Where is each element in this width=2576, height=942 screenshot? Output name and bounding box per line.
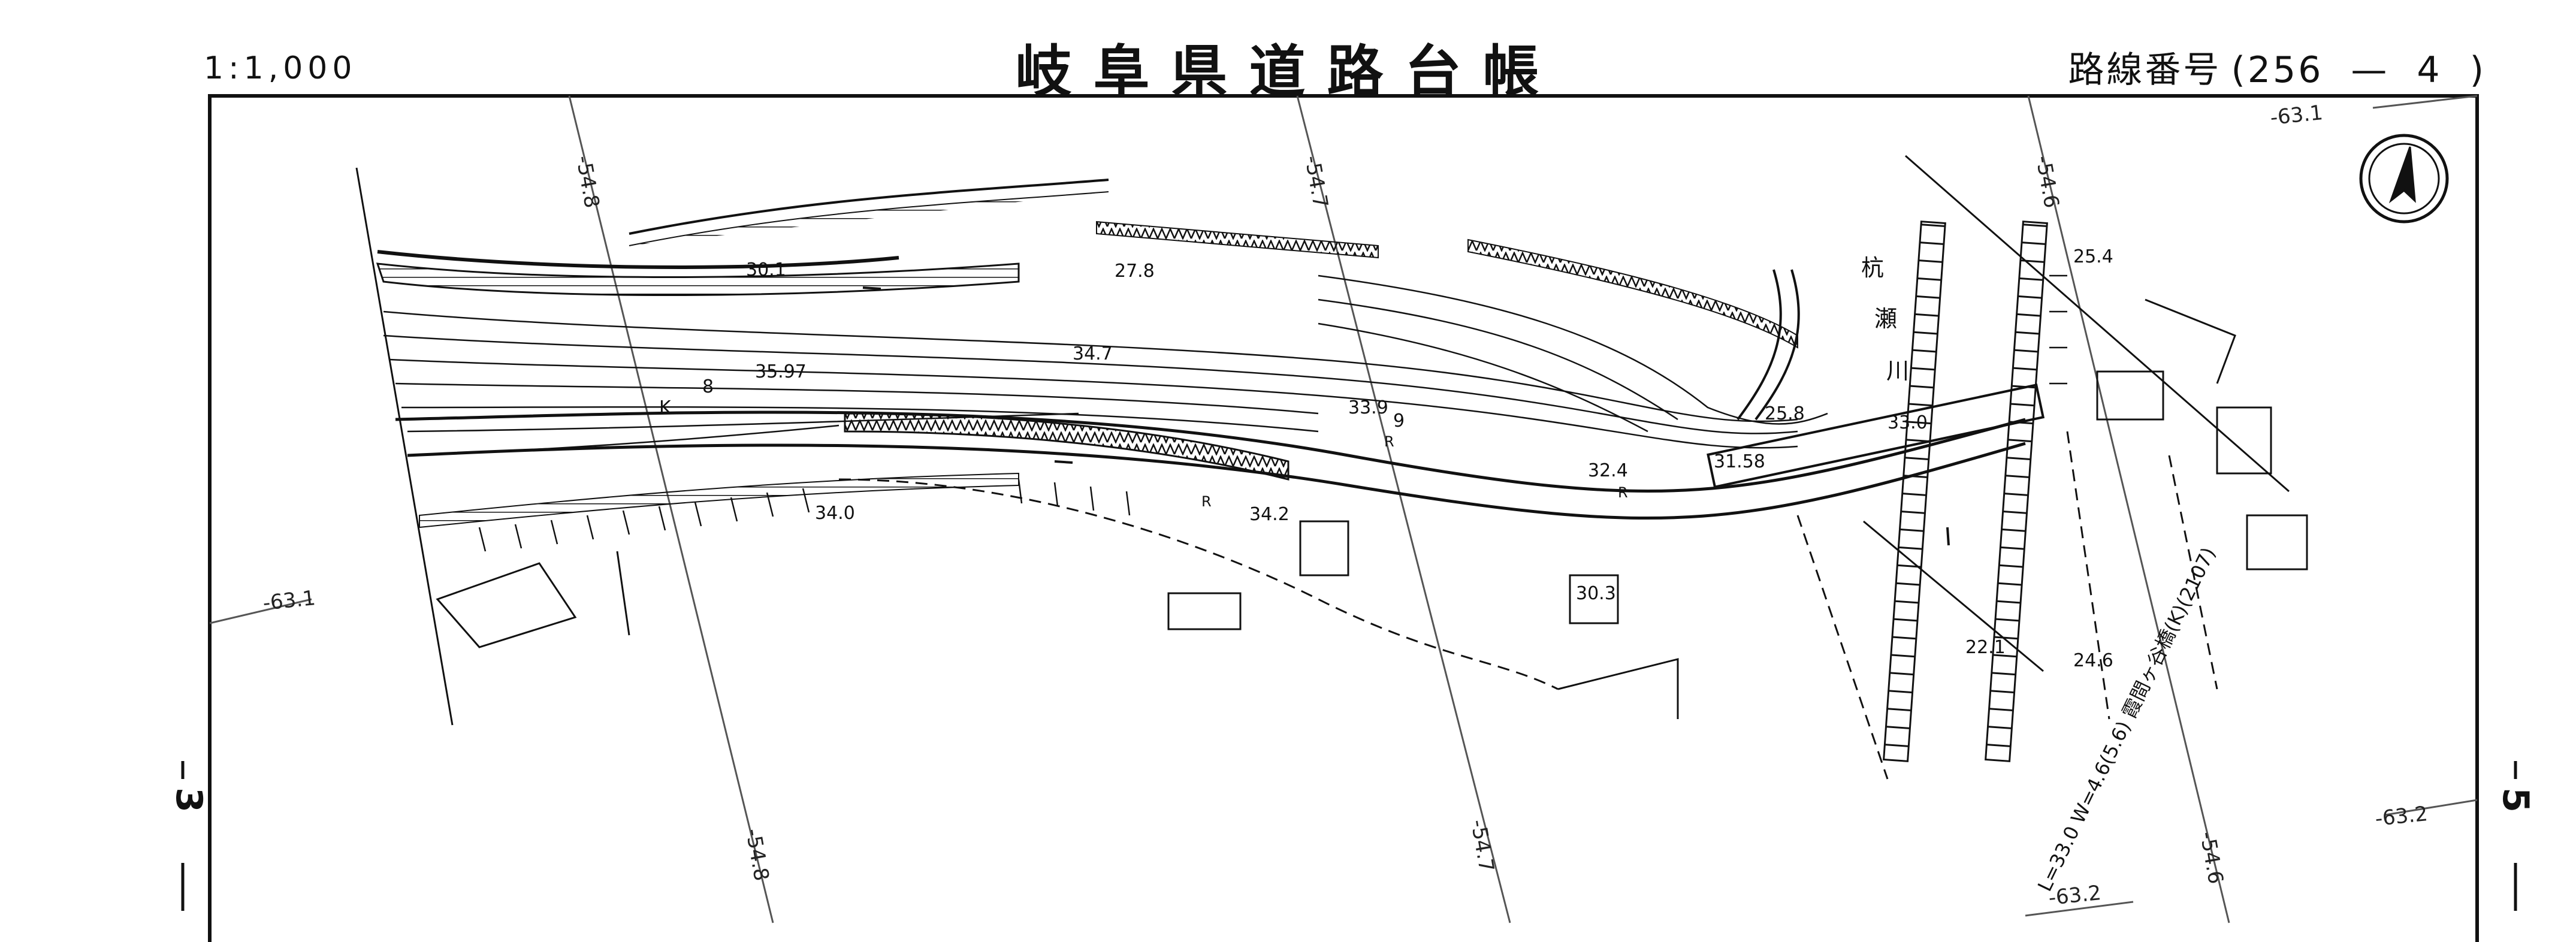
elevation-34-7: 34.7 (1073, 343, 1113, 364)
north-arrow (2359, 134, 2449, 224)
grid-label-bottom-1: -54.8 (741, 827, 774, 883)
river-name-char-3: 川 (1886, 358, 1909, 384)
river-bank-west (1883, 221, 1946, 762)
bridge-callout-leader (1863, 520, 2044, 672)
upper-bank-slope (376, 262, 1020, 296)
grid-label-left-1: -63.1 (262, 586, 317, 615)
route-number-label: 路線番号(256 — 4) (2068, 41, 2486, 93)
elevation-22-1: 22.1 (1965, 637, 2006, 658)
grid-label-top-1: -54.8 (571, 154, 604, 210)
elevation-30-3: 30.3 (1576, 583, 1616, 604)
road-mark-9: 9 (1393, 410, 1405, 431)
main-road-south-edge (407, 442, 2026, 520)
road-mark-r-3: R (1201, 493, 1212, 510)
river-bank-east (1985, 221, 2048, 762)
elevation-34-2: 34.2 (1249, 504, 1289, 525)
map-title: 岐阜県道路台帳 (1015, 40, 1561, 105)
upper-embankment (629, 179, 1109, 235)
map-frame (208, 94, 2479, 942)
dashed-roads (838, 431, 2218, 780)
river-name-char-2: 瀬 (1874, 306, 1897, 332)
elevation-24-6: 24.6 (2073, 650, 2113, 671)
water-channel (377, 250, 899, 270)
route-open-paren: ( (2231, 49, 2248, 91)
bridge-annotation: L=33.0 W=4.6(5.6) 霞間ヶ谷橋(K)(2107) (2033, 544, 2220, 895)
road-edge-ticks (478, 274, 2067, 552)
road-mark-r-2: R (1618, 484, 1628, 501)
grid-label-top-3: -54.6 (2031, 154, 2064, 210)
bench-mark-k: K (659, 397, 672, 418)
elevation-27-8: 27.8 (1115, 261, 1155, 282)
map-scale: 1:1,000 (204, 50, 357, 86)
grid-label-top-2: -54.7 (1300, 154, 1333, 210)
elevation-31-58: 31.58 (1714, 451, 1765, 472)
contour-lines (383, 274, 1828, 457)
route-marker-8: 8 (702, 376, 714, 397)
elevation-33-0: 33.0 (1888, 412, 1928, 433)
main-road-north-edge (395, 410, 2026, 493)
river-name-char-1: 杭 (1861, 255, 1884, 281)
grid-label-right-1: -63.2 (2374, 802, 2429, 831)
elevation-25-8: 25.8 (1765, 403, 1805, 424)
survey-boundary-right (1905, 155, 2290, 493)
grid-label-top-4: -63.1 (2269, 101, 2324, 130)
coordinate-grid (209, 95, 2478, 923)
route-number: 256 (2247, 49, 2324, 91)
road-mark-r-1: R (1384, 433, 1394, 450)
elevation-33-9: 33.9 (1348, 397, 1388, 418)
grid-label-bottom-2: -54.7 (1466, 818, 1499, 874)
lower-embankment (844, 412, 1289, 481)
grid-label-bottom-3: -54.6 (2195, 830, 2228, 886)
buildings (436, 298, 2308, 719)
cliff-upper-right (1467, 238, 1798, 349)
route-section: 4 (2417, 49, 2442, 91)
bridge-deck (1707, 384, 2045, 488)
elevation-25-4: 25.4 (2073, 246, 2113, 267)
south-retaining-slope (419, 472, 1019, 529)
survey-boundary-left (355, 167, 454, 726)
cliff-upper-middle (1096, 221, 1379, 259)
elevation-32-4: 32.4 (1588, 460, 1628, 481)
grid-label-bottom-4: -63.2 (2047, 881, 2103, 910)
route-dash: — (2351, 49, 2390, 91)
north-arrow-icon (2388, 146, 2416, 204)
route-close-paren: ) (2469, 49, 2486, 91)
elevation-35-97: 35.97 (755, 361, 807, 382)
elevation-34-0: 34.0 (815, 503, 855, 524)
route-label: 路線番号 (2068, 49, 2222, 91)
tributary-stream (1737, 269, 1782, 421)
water-flow-marks (862, 286, 1950, 546)
elevation-30-1: 30.1 (746, 259, 786, 280)
